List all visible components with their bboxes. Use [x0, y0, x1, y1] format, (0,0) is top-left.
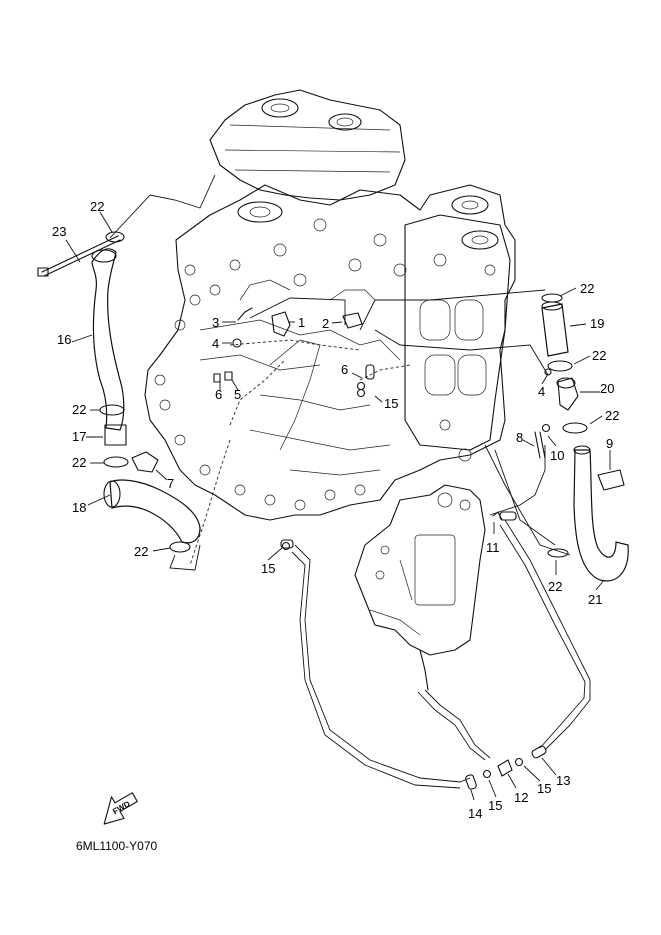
clamps: [99, 231, 588, 779]
callout-15: 15: [384, 396, 398, 411]
callout-16: 16: [57, 332, 71, 347]
engine-block: [144, 89, 516, 521]
cam-cap: [237, 98, 499, 250]
small-hoses: [237, 307, 547, 790]
hose-23-strap: [37, 235, 121, 277]
callout-4b: 4: [538, 384, 545, 399]
callout-4: 4: [212, 336, 219, 351]
callout-17: 17: [72, 429, 86, 444]
drawing-code: 6ML1100-Y070: [76, 839, 157, 853]
callout-13: 13: [556, 773, 570, 788]
callout-23: 23: [52, 224, 66, 239]
callout-20: 20: [600, 381, 614, 396]
callout-leaders: [65, 211, 611, 801]
hose-19: [541, 301, 569, 357]
hose-18: [103, 479, 201, 544]
callout-15b: 15: [261, 561, 275, 576]
callout-19: 19: [590, 316, 604, 331]
fittings: [104, 311, 625, 777]
callout-6b: 6: [341, 362, 348, 377]
callout-3: 3: [212, 315, 219, 330]
callout-7: 7: [167, 476, 174, 491]
callout-numbers: 1 2 3 4 5 6 6 15 22 23 16 22 17 22 7 18 …: [52, 199, 619, 821]
callout-15d: 15: [488, 798, 502, 813]
callout-22b: 22: [72, 402, 86, 417]
callout-9: 9: [606, 436, 613, 451]
callout-18: 18: [72, 500, 86, 515]
callout-22f: 22: [592, 348, 606, 363]
callout-1: 1: [298, 315, 305, 330]
callout-14: 14: [468, 806, 482, 821]
fwd-arrow-icon: FWD: [103, 792, 138, 825]
callout-15c: 15: [537, 781, 551, 796]
callout-11: 11: [486, 540, 500, 555]
callout-22c: 22: [72, 455, 86, 470]
reference-lines: [109, 174, 591, 789]
callout-12: 12: [514, 790, 528, 805]
callout-22d: 22: [134, 544, 148, 559]
callout-8: 8: [516, 430, 523, 445]
callout-10: 10: [550, 448, 564, 463]
callout-6: 6: [215, 387, 222, 402]
callout-5: 5: [234, 387, 241, 402]
hose-16: [91, 248, 125, 431]
callout-21: 21: [588, 592, 602, 607]
callout-22e: 22: [580, 281, 594, 296]
callout-2: 2: [322, 316, 329, 331]
fuel-module: [354, 484, 486, 691]
callout-22: 22: [90, 199, 104, 214]
callout-22h: 22: [548, 579, 562, 594]
callout-22g: 22: [605, 408, 619, 423]
hose-21: [573, 445, 629, 582]
